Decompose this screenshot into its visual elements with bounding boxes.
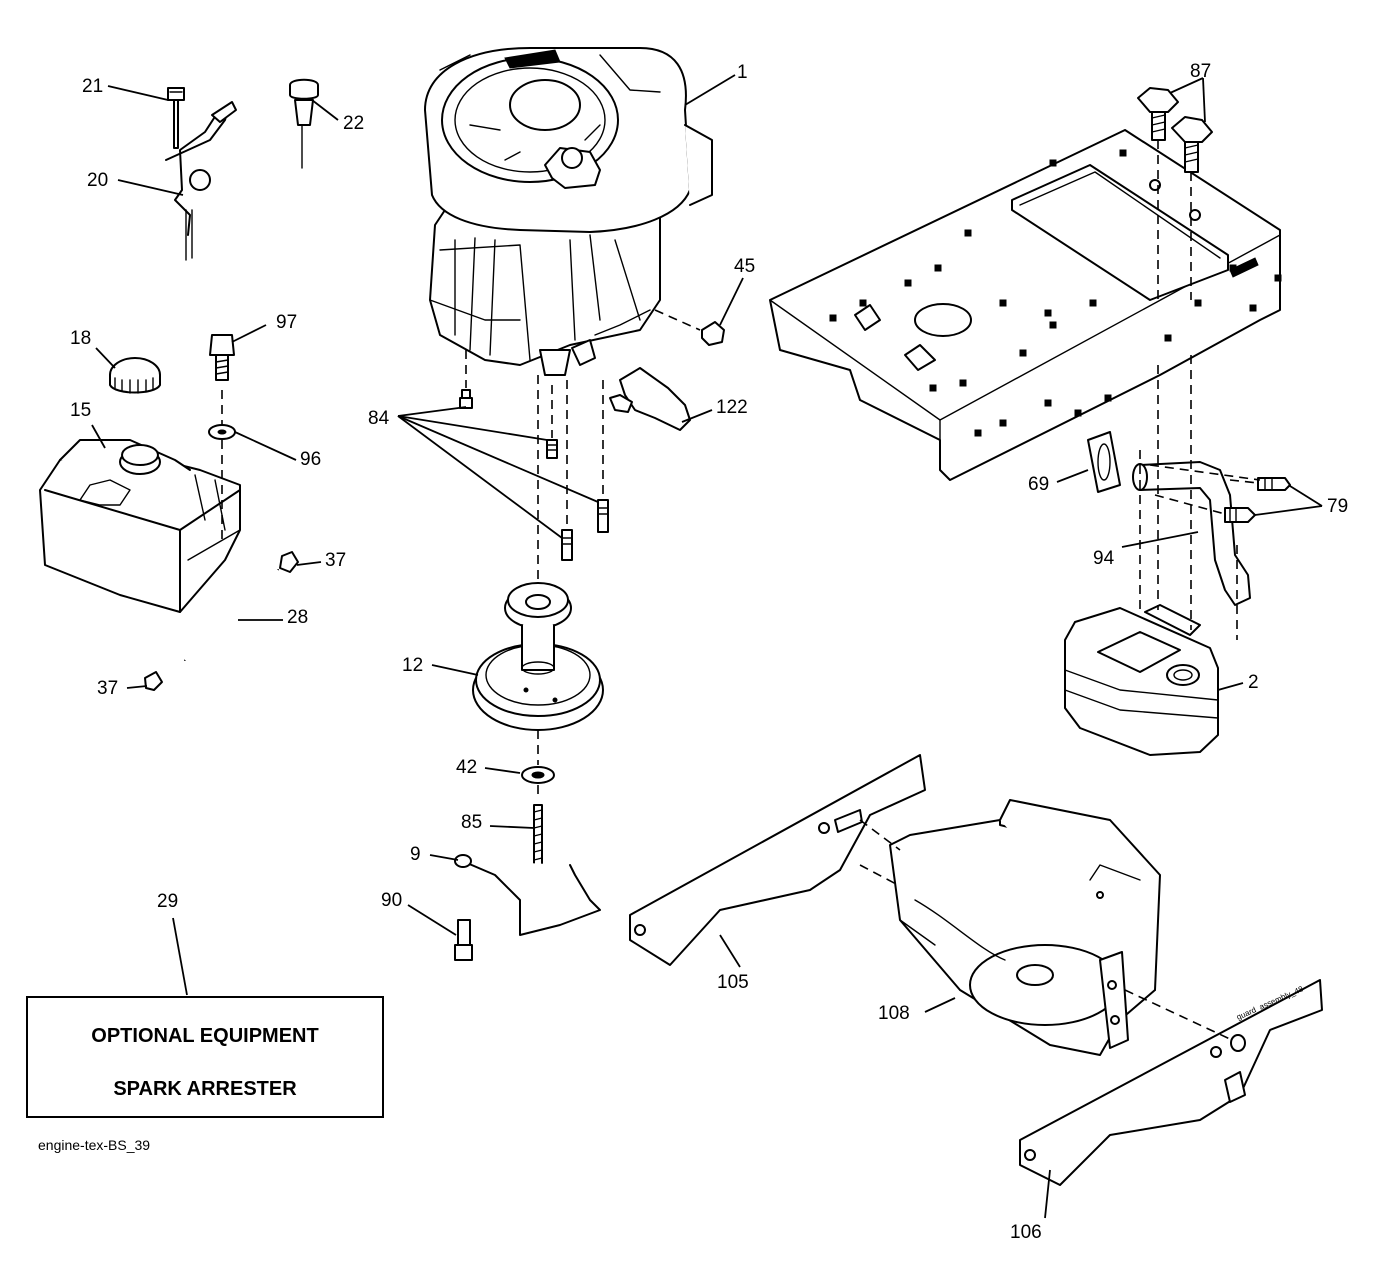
callout-2: 2 [1248, 672, 1259, 693]
callout-69: 69 [1028, 474, 1049, 495]
deflector-108 [889, 799, 1161, 1056]
engine-bolts [459, 389, 609, 561]
fuel-cap [109, 357, 161, 394]
callout-105: 105 [717, 972, 749, 993]
bolt-and-washer [208, 334, 236, 440]
callout-22: 22 [343, 113, 364, 134]
callout-1: 1 [737, 62, 748, 83]
callout-29: 29 [157, 891, 178, 912]
callout-96: 96 [300, 449, 321, 470]
nut-45 [701, 321, 725, 346]
callout-45: 45 [734, 256, 755, 277]
callout-94: 94 [1093, 548, 1115, 569]
belt-guard-122 [619, 367, 691, 431]
exhaust-pipe [1087, 431, 1291, 606]
throttle-control [165, 78, 319, 261]
belt-keeper [454, 854, 601, 961]
optional-equipment-box: OPTIONAL EQUIPMENT SPARK ARRESTER [26, 996, 384, 1118]
callout-106: 106 [1010, 1222, 1042, 1243]
engine-pulley [472, 582, 604, 731]
side-guard-106 [1019, 979, 1323, 1186]
callout-20: 20 [87, 170, 108, 191]
fuel-tank [39, 439, 241, 613]
callout-37-upper: 37 [325, 550, 346, 571]
callout-18: 18 [70, 328, 91, 349]
callout-97: 97 [276, 312, 297, 333]
callout-labels: 1 2 9 12 15 18 20 21 22 28 29 37 37 42 4… [70, 61, 1348, 1243]
callout-84: 84 [368, 408, 390, 429]
callout-79: 79 [1327, 496, 1348, 517]
callout-15: 15 [70, 400, 91, 421]
callout-9: 9 [410, 844, 421, 865]
bracket-122-tab [609, 394, 633, 413]
callout-85: 85 [461, 812, 482, 833]
callout-87: 87 [1190, 61, 1211, 82]
leader-lines [91, 74, 1323, 1219]
fuel-line [144, 551, 299, 691]
spark-arrester-label: SPARK ARRESTER [113, 1078, 297, 1100]
side-guard-105 [629, 754, 926, 966]
alignment-lines [221, 140, 1261, 1041]
callout-28: 28 [287, 607, 308, 628]
callout-37-lower: 37 [97, 678, 118, 699]
callout-108: 108 [878, 1003, 910, 1024]
engine-mount-plate [769, 87, 1282, 481]
callout-90: 90 [381, 890, 402, 911]
callout-42: 42 [456, 757, 477, 778]
optional-equipment-title: OPTIONAL EQUIPMENT [91, 1025, 318, 1047]
engine-assembly [424, 47, 713, 376]
muffler [1064, 604, 1219, 756]
callout-12: 12 [402, 655, 423, 676]
callout-21: 21 [82, 76, 103, 97]
callout-122: 122 [716, 397, 748, 418]
drawing-reference: engine-tex-BS_39 [38, 1137, 150, 1153]
